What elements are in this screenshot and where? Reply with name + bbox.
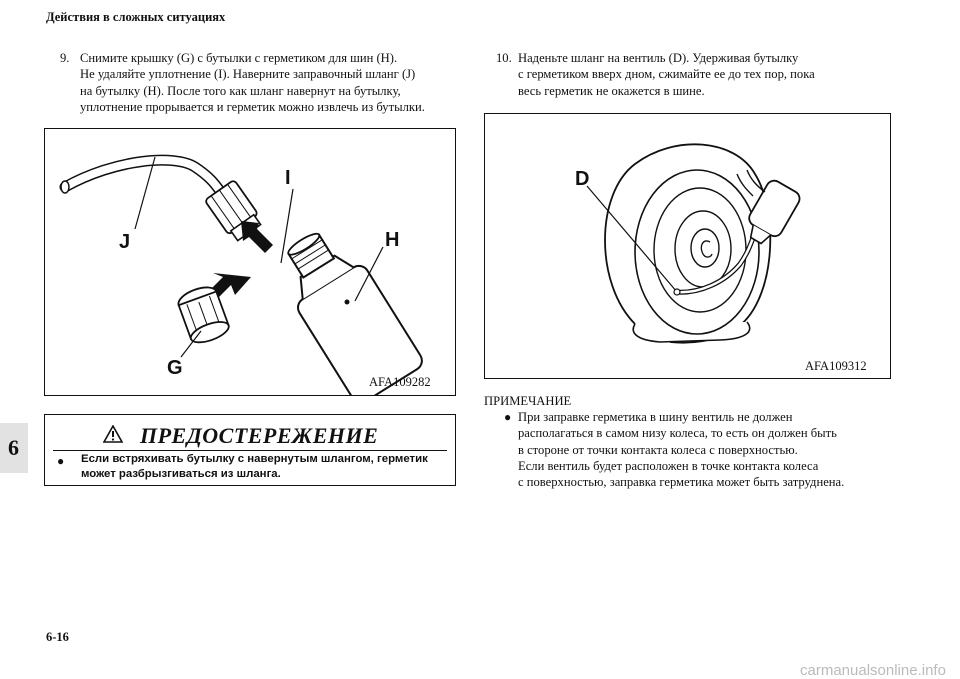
step-line: Не удаляйте уплотнение (I). Наверните за… xyxy=(80,67,416,82)
note-title: ПРИМЕЧАНИЕ xyxy=(484,394,572,408)
step-line: весь герметик не окажется в шине. xyxy=(518,83,705,98)
step-number: 10. xyxy=(496,51,512,65)
step-line: Снимите крышку (G) с бутылки с герметико… xyxy=(80,51,398,65)
warning-bullet: ● xyxy=(57,454,65,468)
page-header: Действия в сложных ситуациях xyxy=(46,10,226,24)
warning-triangle-icon xyxy=(103,425,123,443)
figure-tire-valve: D AFA109312 xyxy=(484,113,891,379)
note-line: Если вентиль будет расположен в точке ко… xyxy=(518,458,819,473)
note-line: располагаться в самом низу колеса, то ес… xyxy=(518,426,837,441)
label-h: H xyxy=(385,229,400,251)
figure-code: AFA109312 xyxy=(805,359,867,373)
watermark: carmanualsonline.info xyxy=(800,662,946,679)
chapter-tab: 6 xyxy=(0,423,28,473)
page-number: 6-16 xyxy=(46,630,69,644)
note-bullet: ● xyxy=(504,410,512,424)
step-9: 9. Снимите крышку (G) с бутылки с гермет… xyxy=(60,50,460,115)
label-j: J xyxy=(119,231,131,253)
chapter-number: 6 xyxy=(8,435,19,460)
step-line: с герметиком вверх дном, сжимайте ее до … xyxy=(518,67,815,82)
warning-divider xyxy=(53,450,447,451)
label-i: I xyxy=(285,167,291,189)
bottle-hose-illustration xyxy=(59,154,423,395)
warning-line: может разбрызгиваться из шланга. xyxy=(81,468,281,480)
figure-sealant-bottle: J I H G AFA109282 xyxy=(44,128,456,396)
label-g: G xyxy=(167,357,183,379)
label-d: D xyxy=(575,168,590,190)
warning-title: ПРЕДОСТЕРЕЖЕНИЕ xyxy=(140,423,379,448)
note-text: При заправке герметика в шину вентиль не… xyxy=(518,409,918,490)
step-line: на бутылку (H). После того как шланг нав… xyxy=(80,83,401,98)
tire-valve-illustration xyxy=(586,143,801,344)
step-number: 9. xyxy=(60,51,70,65)
figure-code: AFA109282 xyxy=(369,375,431,389)
note-line: При заправке герметика в шину вентиль не… xyxy=(518,410,793,424)
warning-text: Если встряхивать бутылку с навернутым шл… xyxy=(81,452,441,482)
step-10: 10. Наденьте шланг на вентиль (D). Удерж… xyxy=(496,50,896,99)
note-line: в стороне от точки контакта колеса с пов… xyxy=(518,442,798,457)
warning-box: ПРЕДОСТЕРЕЖЕНИЕ ● Если встряхивать бутыл… xyxy=(44,414,456,486)
step-line: Наденьте шланг на вентиль (D). Удерживая… xyxy=(518,51,799,65)
warning-line: Если встряхивать бутылку с навернутым шл… xyxy=(81,453,428,465)
note-line: с поверхностью, заправка герметика может… xyxy=(518,475,845,490)
step-line: уплотнение прорывается и герметик можно … xyxy=(80,99,425,114)
